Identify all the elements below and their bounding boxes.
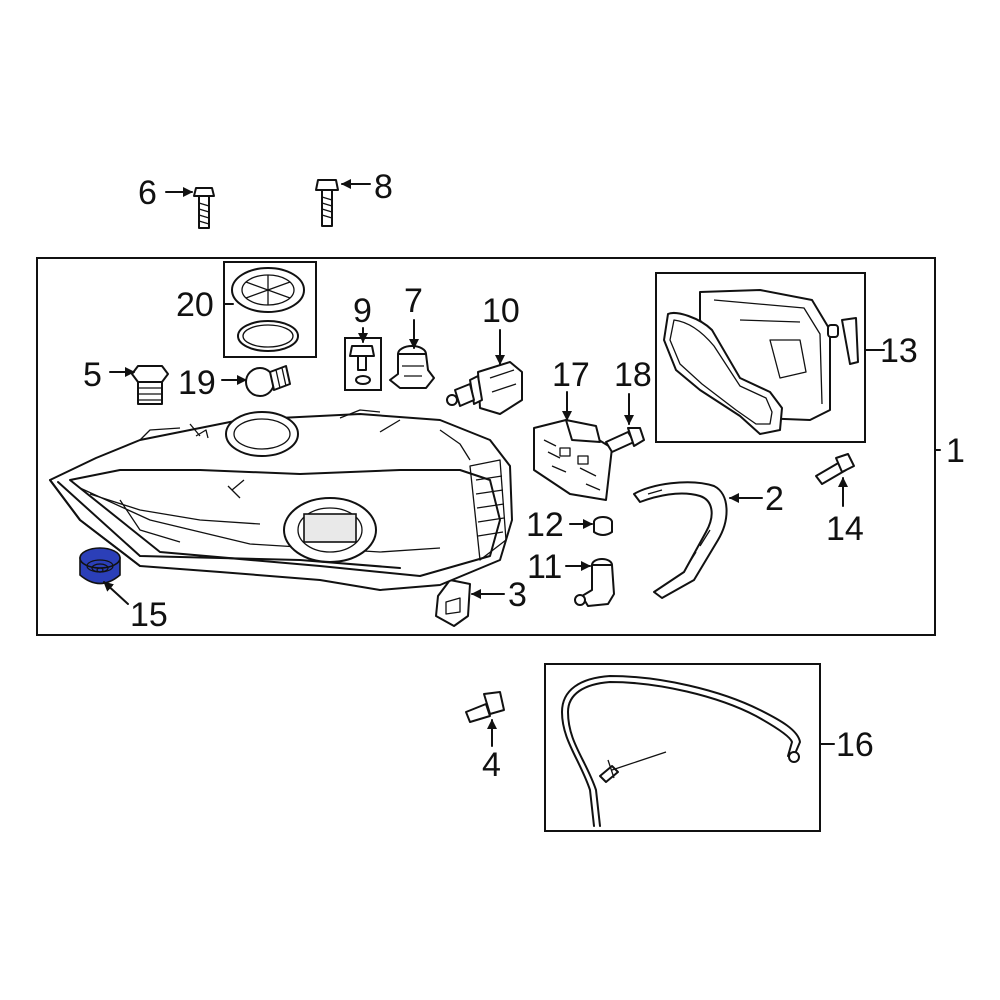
part-2-seal[interactable] bbox=[633, 481, 728, 599]
label-17: 17 bbox=[552, 356, 590, 394]
label-5: 5 bbox=[83, 356, 102, 394]
part-13-cover[interactable] bbox=[663, 289, 859, 435]
part-4-bolt[interactable] bbox=[465, 691, 505, 723]
part-5-adjuster[interactable] bbox=[131, 365, 169, 405]
label-6: 6 bbox=[138, 174, 157, 212]
part-17-control-module[interactable] bbox=[533, 419, 613, 501]
part-20-frame bbox=[223, 261, 317, 358]
part-12-cap[interactable] bbox=[593, 516, 613, 536]
label-1: 1 bbox=[946, 432, 965, 470]
callout-labels: 6 8 20 9 7 10 5 19 17 18 13 1 2 14 12 11… bbox=[83, 168, 965, 784]
part-16-frame bbox=[544, 663, 821, 832]
part-14-bolt[interactable] bbox=[815, 453, 855, 485]
label-9: 9 bbox=[353, 292, 372, 330]
part-15-cap[interactable] bbox=[79, 547, 121, 585]
label-15: 15 bbox=[130, 596, 168, 634]
label-14: 14 bbox=[826, 510, 864, 548]
part-6-bolt[interactable] bbox=[193, 187, 215, 229]
label-11: 11 bbox=[527, 548, 562, 586]
label-4: 4 bbox=[482, 746, 501, 784]
label-10: 10 bbox=[482, 292, 520, 330]
part-10-bulb-ballast[interactable] bbox=[446, 361, 523, 415]
part-1-headlamp[interactable] bbox=[49, 409, 513, 591]
part-7-bulb-socket[interactable] bbox=[389, 345, 435, 389]
label-13: 13 bbox=[880, 332, 918, 370]
part-20-cap[interactable] bbox=[231, 267, 305, 352]
label-3: 3 bbox=[508, 576, 527, 614]
label-2: 2 bbox=[765, 480, 784, 518]
part-3-bracket[interactable] bbox=[435, 579, 471, 627]
label-7: 7 bbox=[404, 282, 423, 320]
part-16-harness[interactable] bbox=[561, 675, 801, 827]
part-19-bulb[interactable] bbox=[245, 365, 291, 397]
label-16: 16 bbox=[836, 726, 874, 764]
label-18: 18 bbox=[614, 356, 652, 394]
headlamp-assembly-frame bbox=[36, 257, 936, 636]
label-8: 8 bbox=[374, 168, 393, 206]
label-19: 19 bbox=[178, 364, 216, 402]
part-8-bolt[interactable] bbox=[315, 179, 339, 227]
part-11-actuator[interactable] bbox=[574, 558, 615, 607]
part-18-screw[interactable] bbox=[605, 427, 645, 453]
part-13-frame bbox=[655, 272, 866, 443]
leader-lines bbox=[103, 179, 941, 747]
label-20: 20 bbox=[176, 286, 214, 324]
label-12: 12 bbox=[526, 506, 564, 544]
part-9-screw[interactable] bbox=[349, 345, 375, 385]
